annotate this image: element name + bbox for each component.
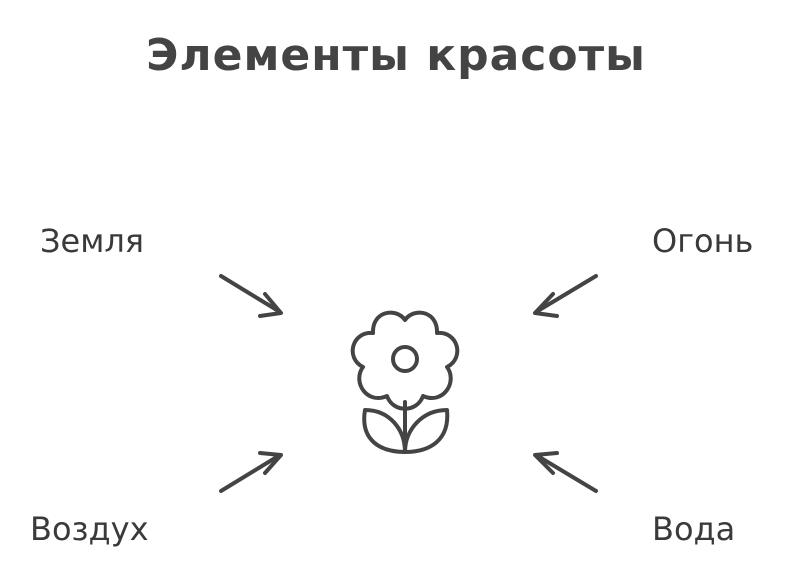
arrow-earth-icon [219, 274, 283, 318]
arrow-air-icon [219, 451, 283, 493]
arrow-fire-icon [533, 274, 598, 318]
arrow-water-icon [533, 451, 598, 493]
label-air: Воздух [30, 510, 149, 548]
label-fire: Огонь [652, 222, 754, 260]
flower-icon [350, 310, 460, 454]
label-earth: Земля [40, 222, 145, 260]
diagram-title: Элементы красоты [146, 30, 646, 81]
label-water: Вода [652, 510, 736, 548]
